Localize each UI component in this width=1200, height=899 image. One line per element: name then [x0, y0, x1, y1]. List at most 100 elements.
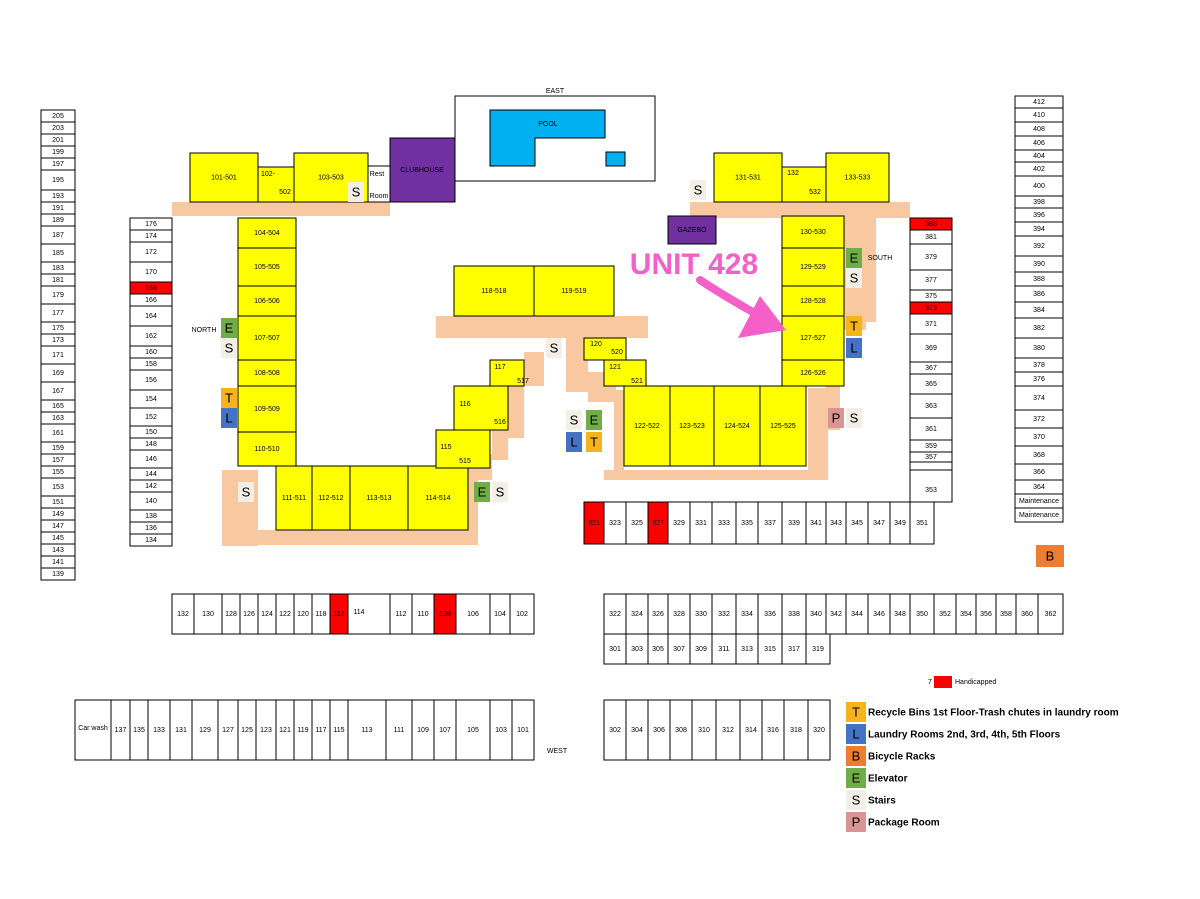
symbol-letter: S: [694, 182, 703, 197]
garage-row-300-label: 303: [631, 646, 643, 653]
garage-far-left-label: 157: [52, 457, 64, 464]
stairs-icon: S: [566, 410, 582, 430]
garage-row-100-bottom: [511, 699, 535, 761]
garage-row-300-label: 354: [960, 611, 972, 618]
legend-label: Recycle Bins 1st Floor-Trash chutes in l…: [868, 708, 1119, 719]
garage-row-300-label: 326: [652, 611, 664, 618]
garage-inner-left-label: 168: [145, 285, 157, 292]
garage-inner-left-label: 146: [145, 456, 157, 463]
symbol-letter: S: [496, 484, 505, 499]
garage-row-100-label: 104: [494, 611, 506, 618]
garage-row-300: [781, 593, 807, 635]
symbol-letter: S: [352, 184, 361, 199]
garage-inner-right: [909, 393, 953, 419]
garage-row-100-bottom-label: 119: [297, 727, 308, 734]
garage-row-300-label: 337: [764, 520, 776, 527]
building: [825, 152, 890, 203]
garage-far-right-label: 396: [1033, 212, 1045, 219]
garage-row-300-label: 322: [609, 611, 621, 618]
garage-row-300-bottom-label: 314: [745, 727, 757, 734]
garage-row-300-bottom: [807, 699, 831, 761]
building: [713, 152, 783, 203]
garage-row-100-label: 118: [315, 611, 326, 618]
compass-east: EAST: [546, 88, 565, 95]
building-label: 521: [631, 378, 643, 385]
unit-callout: UNIT 428: [630, 248, 758, 281]
garage-row-100-bottom-label: 105: [467, 727, 479, 734]
legend-label: Laundry Rooms 2nd, 3rd, 4th, 5th Floors: [868, 730, 1061, 741]
garage-row-100-bottom-label: 117: [315, 727, 326, 734]
garage-row-300: [757, 633, 783, 665]
garage-far-left-label: 187: [52, 232, 64, 239]
building-label: 103-503: [318, 174, 344, 181]
garage-inner-left-label: 144: [145, 471, 157, 478]
garage-inner-right-label: 363: [925, 403, 937, 410]
garage-far-left-label: 177: [52, 310, 64, 317]
garage-row-300-bottom: [783, 699, 809, 761]
garage-far-right-label: 404: [1033, 153, 1045, 160]
garage-inner-right-label: 383: [925, 221, 937, 228]
garage-inner-right: [909, 243, 953, 271]
garage-inner-right-label: 377: [925, 277, 937, 284]
garage-far-right-label: 368: [1033, 452, 1045, 459]
building: [435, 429, 491, 469]
building-label: 121: [609, 364, 621, 371]
building: [237, 431, 297, 467]
garage-far-left-label: 167: [52, 388, 64, 395]
recycle-bin-icon: T: [221, 388, 237, 408]
symbol-letter: T: [225, 390, 233, 405]
garage-row-100-bottom-label: 133: [153, 727, 165, 734]
garage-far-right: [1014, 507, 1064, 523]
building: [349, 465, 409, 531]
symbol-letter: T: [590, 434, 598, 449]
garage-row-300-bottom-label: 306: [653, 727, 665, 734]
legend-letter: P: [852, 814, 861, 829]
garage-row-300-label: 307: [673, 646, 685, 653]
garage-row-300: [781, 501, 807, 545]
building-label: 104-504: [254, 230, 280, 237]
garage-row-300: [805, 633, 831, 665]
garage-inner-right-label: 381: [925, 234, 937, 241]
garage-row-100-bottom-label: 135: [133, 727, 145, 734]
garage-row-300-label: 344: [851, 611, 863, 618]
garage-row-300-label: 328: [673, 611, 685, 618]
garage-far-right-label: 412: [1033, 99, 1045, 106]
legend-label: Package Room: [868, 818, 940, 829]
garage-row-100-bottom-label: 137: [115, 727, 127, 734]
garage-row-300-label: 343: [830, 520, 842, 527]
garage-row-300-label: 352: [939, 611, 951, 618]
walkway: [846, 202, 910, 212]
garage-inner-right-label: 365: [925, 381, 937, 388]
garage-row-100-label: 120: [297, 611, 309, 618]
symbol-letter: S: [242, 484, 251, 499]
garage-inner-right-label: 379: [925, 254, 937, 261]
garage-far-right-label: 388: [1033, 276, 1045, 283]
garage-far-left-label: 183: [52, 265, 64, 272]
garage-row-100-bottom-label: 125: [241, 727, 253, 734]
garage-inner-left-label: 156: [145, 377, 157, 384]
building-label: 106-506: [254, 298, 280, 305]
walkway: [604, 470, 828, 480]
garage-row-300-label: 305: [652, 646, 664, 653]
garage-inner-left-label: 160: [145, 349, 157, 356]
garage-far-left-label: 139: [52, 571, 64, 578]
garage-row-100-bottom-label: 103: [495, 727, 507, 734]
building-label: 109-509: [254, 406, 280, 413]
stairs-icon: S: [846, 268, 862, 288]
symbol-letter: B: [1046, 548, 1055, 563]
building-label: 122-522: [634, 423, 660, 430]
garage-row-300: [909, 501, 935, 545]
garage-row-300: [711, 501, 737, 545]
garage-far-left-label: 145: [52, 535, 64, 542]
walkway: [866, 202, 876, 322]
stairs-icon: S: [221, 338, 237, 358]
labels: EASTWESTNORTHSOUTHPOOLCLUBHOUSEGAZEBORes…: [192, 88, 893, 755]
symbol-letter: S: [225, 340, 234, 355]
building-label: 132: [787, 170, 799, 177]
garage-row-300-label: 362: [1045, 611, 1057, 618]
garage-row-100-label: 102: [516, 611, 528, 618]
garage-far-right-label: 390: [1033, 261, 1045, 268]
garage-far-right-label: 406: [1033, 140, 1045, 147]
garage-row-300-label: 315: [764, 646, 776, 653]
